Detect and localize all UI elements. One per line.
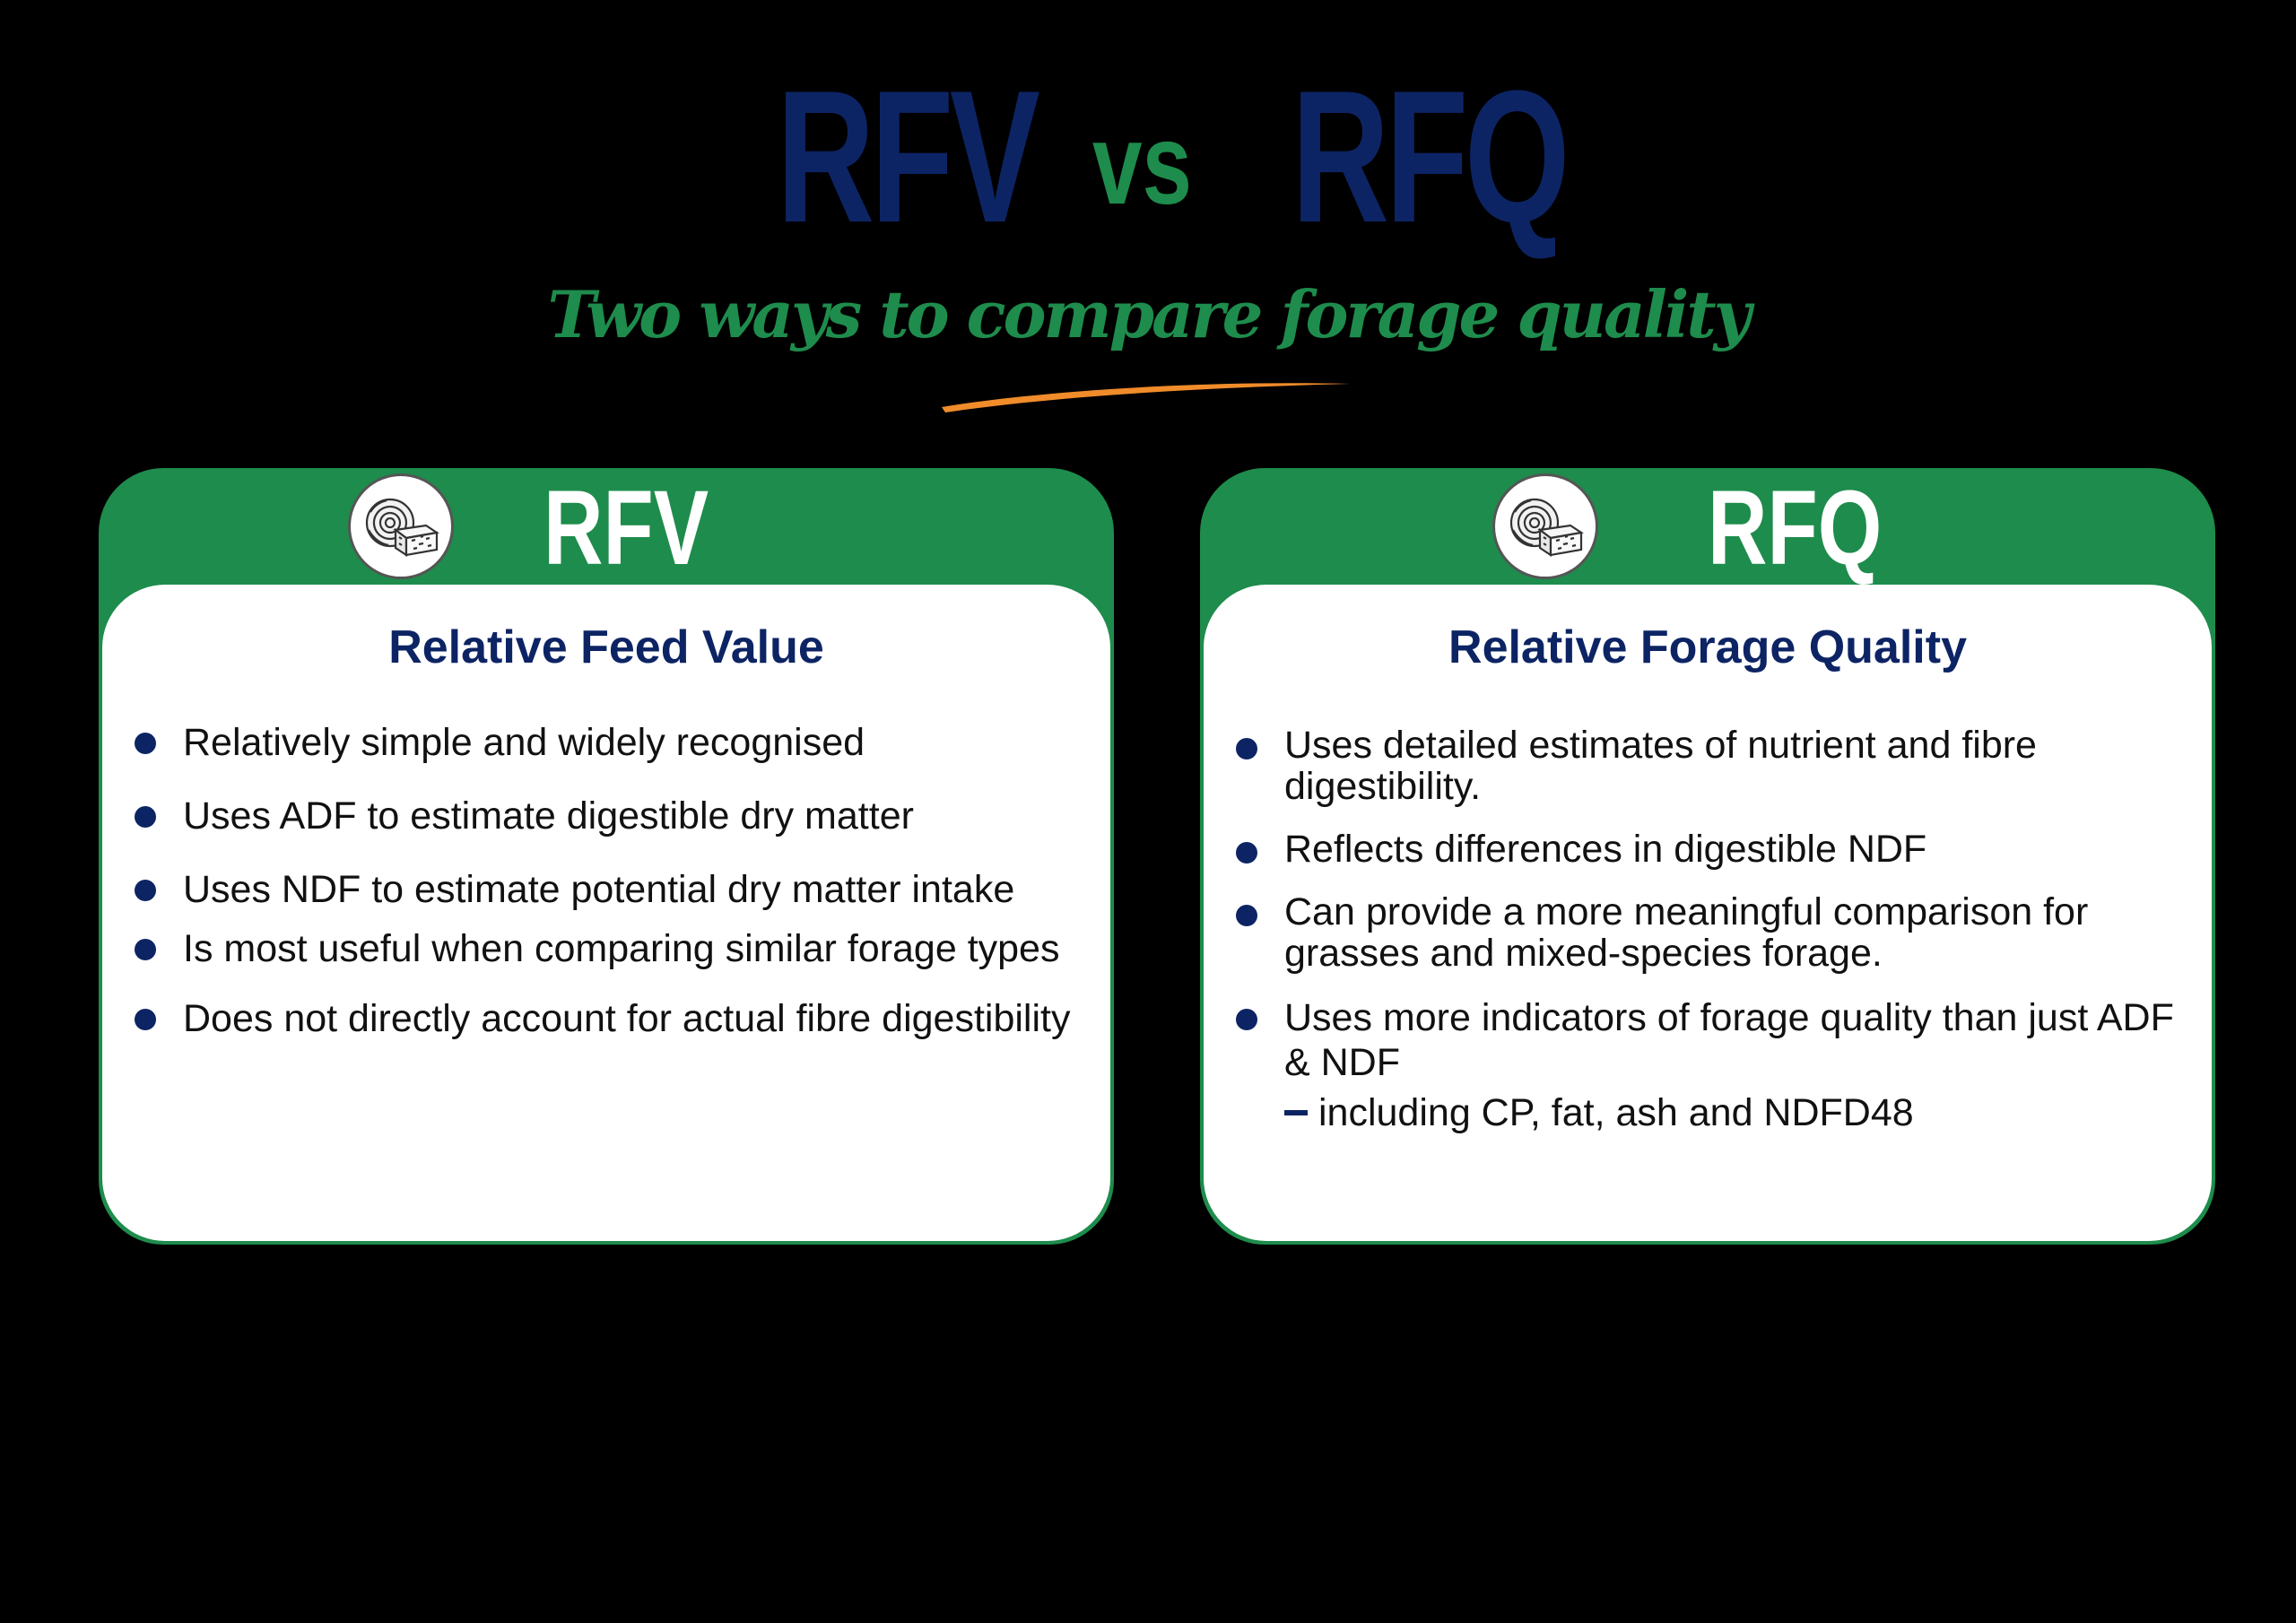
bullet-dot-icon [135, 880, 156, 901]
hay-bale-icon [1492, 473, 1598, 579]
list-item: Uses detailed estimates of nutrient and … [1236, 725, 2178, 807]
rfq-bullet-list: Uses detailed estimates of nutrient and … [1236, 725, 2178, 1157]
rfq-card: RFQ Relative Forage Quality Uses detaile… [1200, 468, 2215, 1245]
list-item: Uses more indicators of forage quality t… [1236, 995, 2178, 1135]
rfq-card-subtitle: Relative Forage Quality [1448, 621, 1967, 673]
sub-list-item: including CP, fat, ash and NDFD48 [1284, 1090, 2178, 1135]
hero-title: RFV vs RFQ [0, 63, 2296, 251]
rfv-bullet-list: Relatively simple and widely recognised … [135, 719, 1076, 1069]
rfv-card-header: RFV [99, 468, 1114, 585]
list-item: Relatively simple and widely recognised [135, 719, 1076, 766]
hero-left-term: RFV [777, 51, 1040, 262]
bullet-dot-icon [1236, 738, 1257, 759]
list-item: Reflects differences in digestible NDF [1236, 829, 2178, 870]
bullet-dot-icon [1236, 905, 1257, 926]
rfv-card: RFV Relative Feed Value Relatively simpl… [99, 468, 1114, 1245]
rfv-card-label: RFV [544, 469, 709, 587]
bullet-dot-icon [135, 733, 156, 754]
rfv-card-body: Relative Feed Value Relatively simple an… [102, 585, 1110, 1241]
list-item: Uses ADF to estimate digestible dry matt… [135, 793, 1076, 839]
bullet-dot-icon [1236, 842, 1257, 864]
bullet-dot-icon [1236, 1009, 1257, 1030]
bullet-dot-icon [135, 806, 156, 828]
hero-versus: vs [1092, 100, 1193, 229]
list-item: Does not directly account for actual fib… [135, 995, 1076, 1042]
dash-icon [1284, 1110, 1308, 1115]
swoosh-underline [942, 383, 1350, 412]
hero-right-term: RFQ [1292, 51, 1570, 262]
bullet-dot-icon [135, 1009, 156, 1030]
rfv-card-subtitle: Relative Feed Value [388, 621, 824, 673]
bullet-dot-icon [135, 939, 156, 960]
list-item: Is most useful when comparing similar fo… [135, 925, 1076, 972]
list-item: Can provide a more meaningful comparison… [1236, 891, 2178, 974]
rfq-card-header: RFQ [1200, 468, 2215, 585]
tagline: Two ways to compare forage quality [547, 276, 1752, 352]
list-item: Uses NDF to estimate potential dry matte… [135, 866, 1076, 913]
rfq-card-body: Relative Forage Quality Uses detailed es… [1204, 585, 2212, 1241]
hay-bale-icon [348, 473, 454, 579]
rfq-card-label: RFQ [1708, 469, 1883, 587]
